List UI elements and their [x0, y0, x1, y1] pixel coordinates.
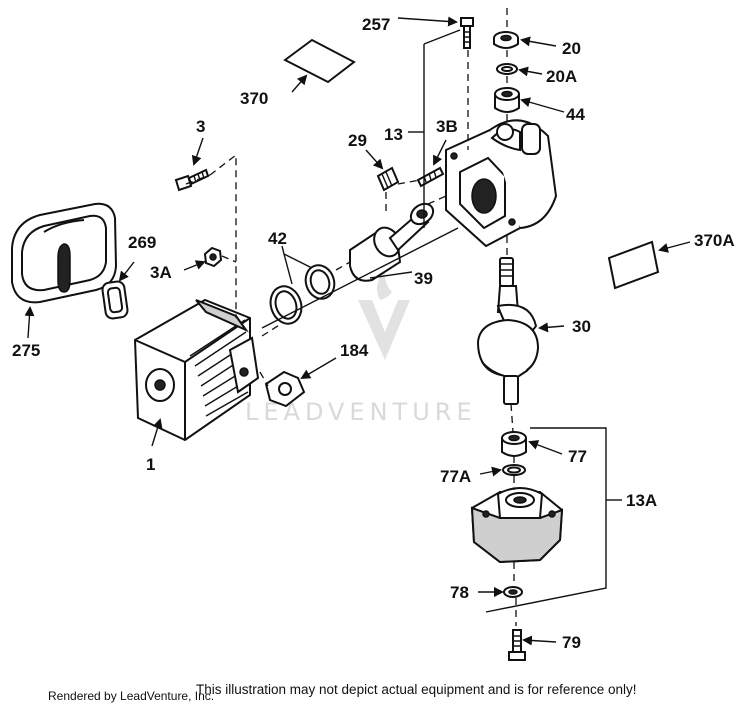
part-44-bearing[interactable] [494, 87, 520, 113]
label-370a[interactable]: 370A [694, 231, 735, 250]
label-3a[interactable]: 3A [150, 263, 172, 282]
part-370a-label[interactable] [607, 240, 660, 290]
part-77-bearing[interactable] [501, 431, 527, 457]
part-77a-washer[interactable] [502, 464, 526, 476]
part-42-piston-rings[interactable] [266, 262, 339, 328]
label-77a[interactable]: 77A [440, 467, 471, 486]
footer: Rendered by LeadVenture, Inc. This illus… [48, 682, 636, 703]
label-77[interactable]: 77 [568, 447, 587, 466]
label-257[interactable]: 257 [362, 15, 390, 34]
label-20a[interactable]: 20A [546, 67, 577, 86]
label-44[interactable]: 44 [566, 105, 585, 124]
part-30-crankshaft[interactable] [476, 257, 540, 405]
footer-credit: Rendered by LeadVenture, Inc. [48, 689, 214, 703]
part-1-cylinder[interactable] [133, 298, 260, 442]
part-269-gasket[interactable] [101, 280, 129, 320]
part-370-label[interactable] [283, 38, 356, 84]
label-269[interactable]: 269 [128, 233, 156, 252]
part-3a-nut[interactable] [203, 246, 223, 268]
part-29-needle-bearing[interactable] [376, 166, 400, 192]
label-78[interactable]: 78 [450, 583, 469, 602]
label-370[interactable]: 370 [240, 89, 268, 108]
part-labels: 257 20 20A 44 370 3 13 3B 29 269 42 3A 3… [12, 15, 735, 652]
label-20[interactable]: 20 [562, 39, 581, 58]
leader-lines [185, 8, 622, 626]
part-79-screw[interactable] [508, 629, 526, 661]
part-39-piston-connecting-rod[interactable] [349, 200, 437, 282]
label-30[interactable]: 30 [572, 317, 591, 336]
part-20a-washer[interactable] [496, 63, 518, 75]
label-184[interactable]: 184 [340, 341, 369, 360]
label-3b[interactable]: 3B [436, 117, 458, 136]
part-257-screw[interactable] [460, 17, 474, 49]
part-78-seal[interactable] [503, 586, 523, 598]
part-3b-stud[interactable] [416, 166, 445, 188]
part-184-gasket[interactable] [264, 370, 306, 408]
label-275[interactable]: 275 [12, 341, 40, 360]
part-3-screw[interactable] [174, 168, 210, 192]
label-39[interactable]: 39 [414, 269, 433, 288]
part-20-seal[interactable] [493, 31, 519, 49]
label-13a[interactable]: 13A [626, 491, 657, 510]
label-42[interactable]: 42 [268, 229, 287, 248]
part-13-crankcase[interactable] [445, 119, 558, 248]
part-13a-crankcase-cover[interactable] [470, 487, 564, 564]
label-13[interactable]: 13 [384, 125, 403, 144]
footer-disclaimer: This illustration may not depict actual … [196, 682, 636, 697]
label-29[interactable]: 29 [348, 131, 367, 150]
label-1[interactable]: 1 [146, 455, 155, 474]
part-275-muffler-cover[interactable] [11, 202, 118, 304]
callout-arrows [24, 16, 691, 646]
label-3[interactable]: 3 [196, 117, 205, 136]
label-79[interactable]: 79 [562, 633, 581, 652]
